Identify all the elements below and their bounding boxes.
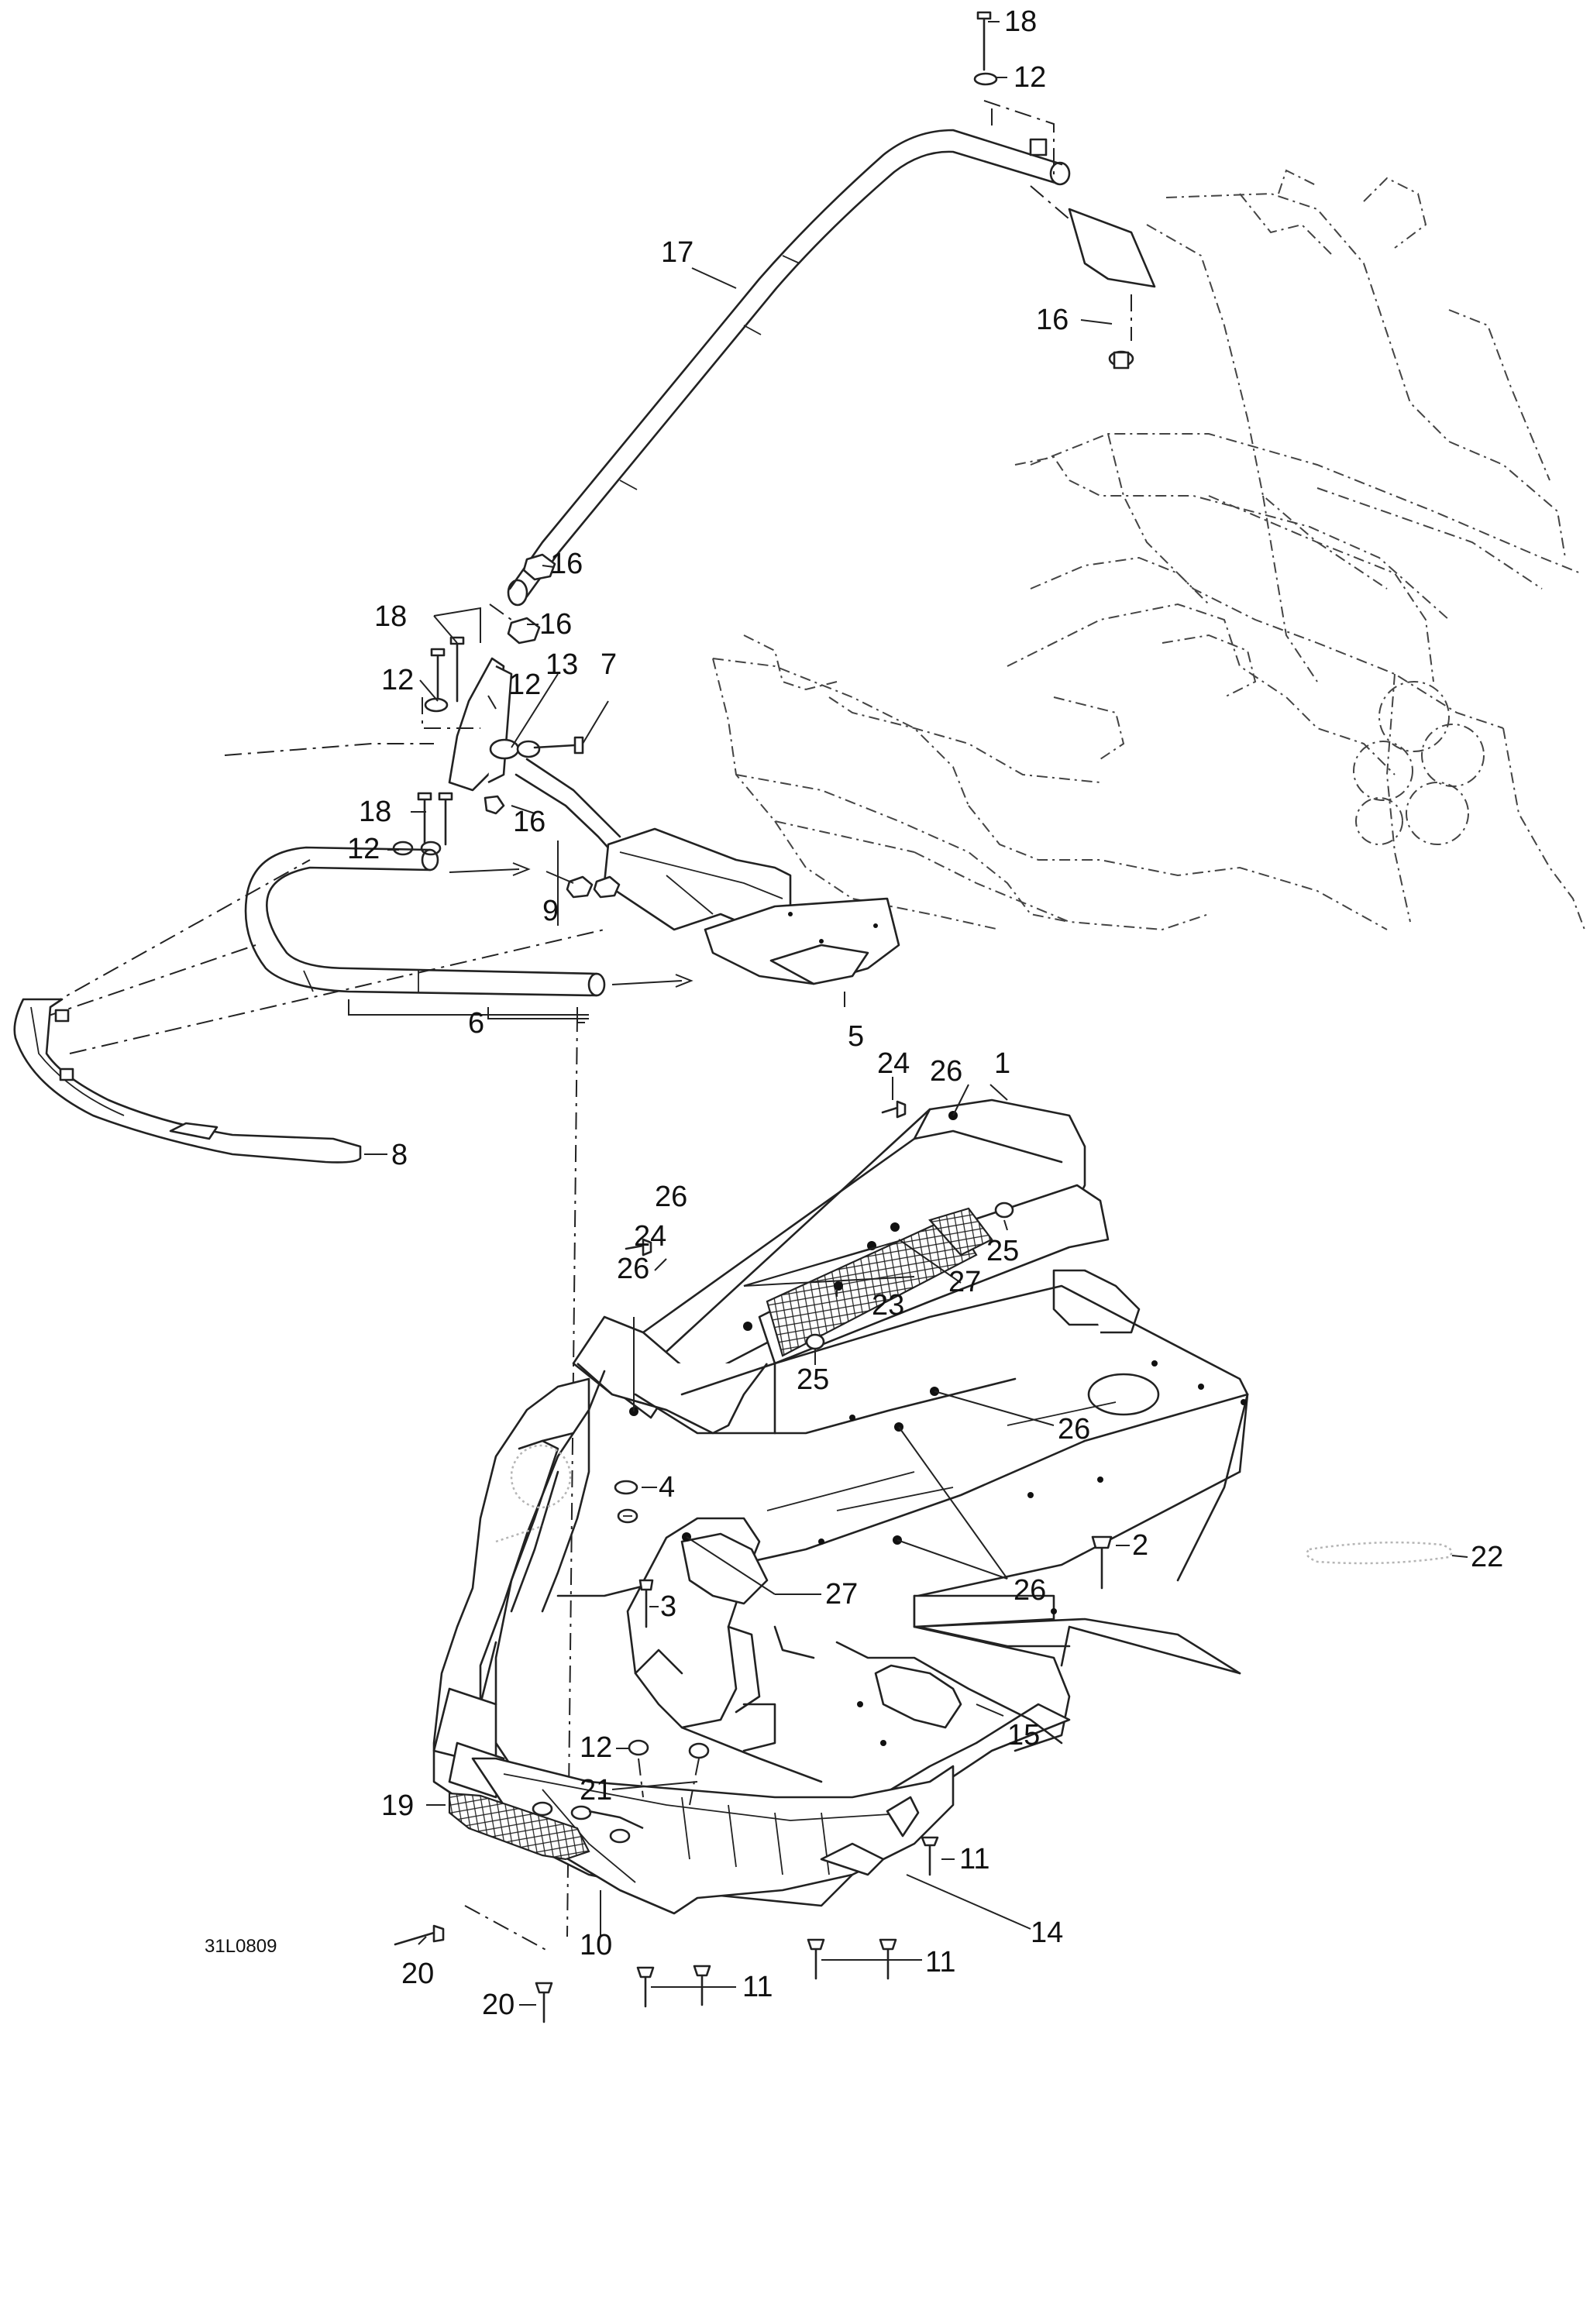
callout-17: 17 — [661, 236, 693, 269]
callout-24: 24 — [634, 1220, 666, 1253]
front-bumper-8 — [13, 998, 387, 1164]
callout-24: 24 — [877, 1047, 910, 1080]
protector-14 — [820, 1796, 920, 1876]
callout-16: 16 — [1036, 304, 1069, 336]
rivets-24 — [625, 1100, 907, 1257]
callout-2: 2 — [1132, 1529, 1148, 1562]
callout-26: 26 — [930, 1055, 962, 1088]
callout-25: 25 — [797, 1363, 829, 1396]
vehicle-frame — [712, 169, 1585, 931]
callout-11: 11 — [742, 1971, 773, 2003]
callout-18: 18 — [359, 796, 391, 828]
callout-26: 26 — [655, 1181, 687, 1213]
callout-8: 8 — [391, 1139, 408, 1171]
callout-27: 27 — [825, 1578, 858, 1611]
bolt-18-top — [973, 11, 1134, 370]
callout-1: 1 — [994, 1047, 1010, 1080]
callout-12: 12 — [1014, 61, 1046, 94]
callout-4: 4 — [659, 1471, 675, 1504]
callout-27: 27 — [948, 1266, 981, 1298]
callout-11: 11 — [925, 1946, 955, 1978]
callout-12: 12 — [381, 664, 414, 696]
decal-22 — [1306, 1541, 1453, 1565]
callout-20: 20 — [401, 1958, 434, 1990]
drawing-code: 31L0809 — [205, 1936, 277, 1957]
callout-21: 21 — [580, 1774, 612, 1807]
skid-plate-10 — [471, 1757, 955, 1915]
callout-16: 16 — [513, 806, 545, 838]
callout-19: 19 — [381, 1789, 414, 1822]
callout-26: 26 — [617, 1253, 649, 1285]
callout-25: 25 — [986, 1235, 1019, 1267]
push-rivets — [394, 1480, 1113, 2023]
callout-16: 16 — [539, 608, 572, 641]
callout-10: 10 — [580, 1929, 612, 1961]
callout-12: 12 — [347, 833, 380, 865]
callout-11: 11 — [959, 1843, 989, 1875]
callout-18: 18 — [1004, 5, 1037, 38]
washers-12-21 — [628, 1739, 710, 1806]
leader-lines — [387, 21, 1468, 2006]
callout-14: 14 — [1031, 1917, 1063, 1949]
steering-handle-17 — [507, 100, 1156, 607]
callout-26: 26 — [1058, 1413, 1090, 1446]
callout-6: 6 — [468, 1007, 484, 1040]
callout-26: 26 — [1014, 1574, 1046, 1607]
callout-7: 7 — [601, 648, 617, 681]
steering-column-bracket — [392, 636, 900, 985]
callout-15: 15 — [1007, 1719, 1040, 1752]
front-bumper-loop-6 — [46, 743, 693, 1054]
grille-19 — [448, 1792, 590, 1861]
callout-3: 3 — [660, 1590, 676, 1623]
callout-20: 20 — [482, 1989, 515, 2021]
callout-13: 13 — [545, 648, 578, 681]
callout-16: 16 — [550, 548, 583, 580]
callout-labels: 18 12 17 16 16 16 18 12 12 13 7 18 12 16… — [205, 5, 1503, 2021]
callout-5: 5 — [848, 1020, 864, 1053]
callout-22: 22 — [1471, 1541, 1503, 1573]
callout-23: 23 — [872, 1289, 904, 1322]
callout-12: 12 — [580, 1731, 612, 1764]
callout-9: 9 — [542, 895, 559, 927]
callout-18: 18 — [374, 600, 407, 633]
callout-12: 12 — [508, 669, 541, 701]
